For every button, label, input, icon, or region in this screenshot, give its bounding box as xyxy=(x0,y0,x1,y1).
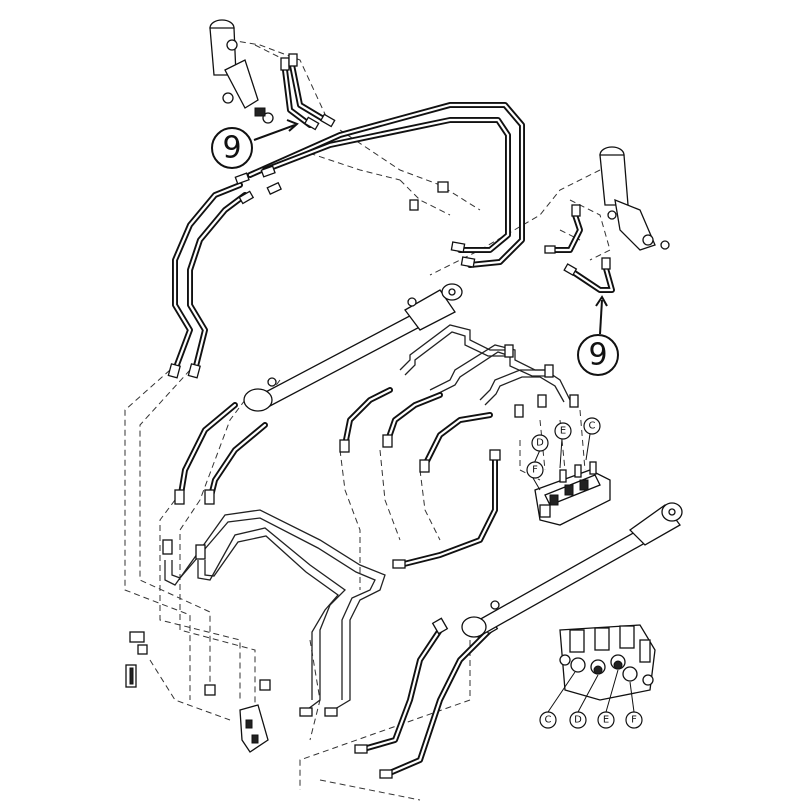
callout-9-right: 9 xyxy=(577,295,619,376)
cylinder-right xyxy=(599,146,670,251)
svg-text:D: D xyxy=(536,438,544,449)
leader-lines xyxy=(531,433,635,713)
valve-label-f-upper: F xyxy=(526,461,544,479)
callout-9-top-left: 9 xyxy=(211,119,299,169)
inset-label-d: D xyxy=(569,711,587,729)
svg-text:C: C xyxy=(589,421,596,432)
svg-text:C: C xyxy=(545,715,552,726)
svg-text:E: E xyxy=(603,715,609,726)
callout-9-top-left-text: 9 xyxy=(222,131,241,166)
cylinder-top-left xyxy=(209,19,274,124)
valve-label-d-upper: D xyxy=(531,434,549,452)
svg-text:E: E xyxy=(560,426,566,437)
rigid-tubes xyxy=(164,324,571,716)
valve-label-e-upper: E xyxy=(554,422,572,440)
flexible-hoses xyxy=(172,62,615,778)
inset-label-f: F xyxy=(625,711,643,729)
control-valve-lower xyxy=(125,631,269,753)
inset-label-c: C xyxy=(539,711,557,729)
inset-valve-detail xyxy=(559,624,656,701)
control-valve-upper xyxy=(534,461,611,526)
hose-fittings xyxy=(162,53,611,779)
inset-label-e: E xyxy=(597,711,615,729)
cylinder-lower xyxy=(461,502,683,638)
valve-label-c-upper: C xyxy=(583,417,601,435)
callout-9-right-text: 9 xyxy=(588,338,607,373)
dashed-routing-lines xyxy=(124,39,611,801)
svg-text:F: F xyxy=(532,465,538,476)
svg-text:D: D xyxy=(574,715,582,726)
cylinder-middle xyxy=(243,283,463,412)
svg-text:F: F xyxy=(631,715,637,726)
